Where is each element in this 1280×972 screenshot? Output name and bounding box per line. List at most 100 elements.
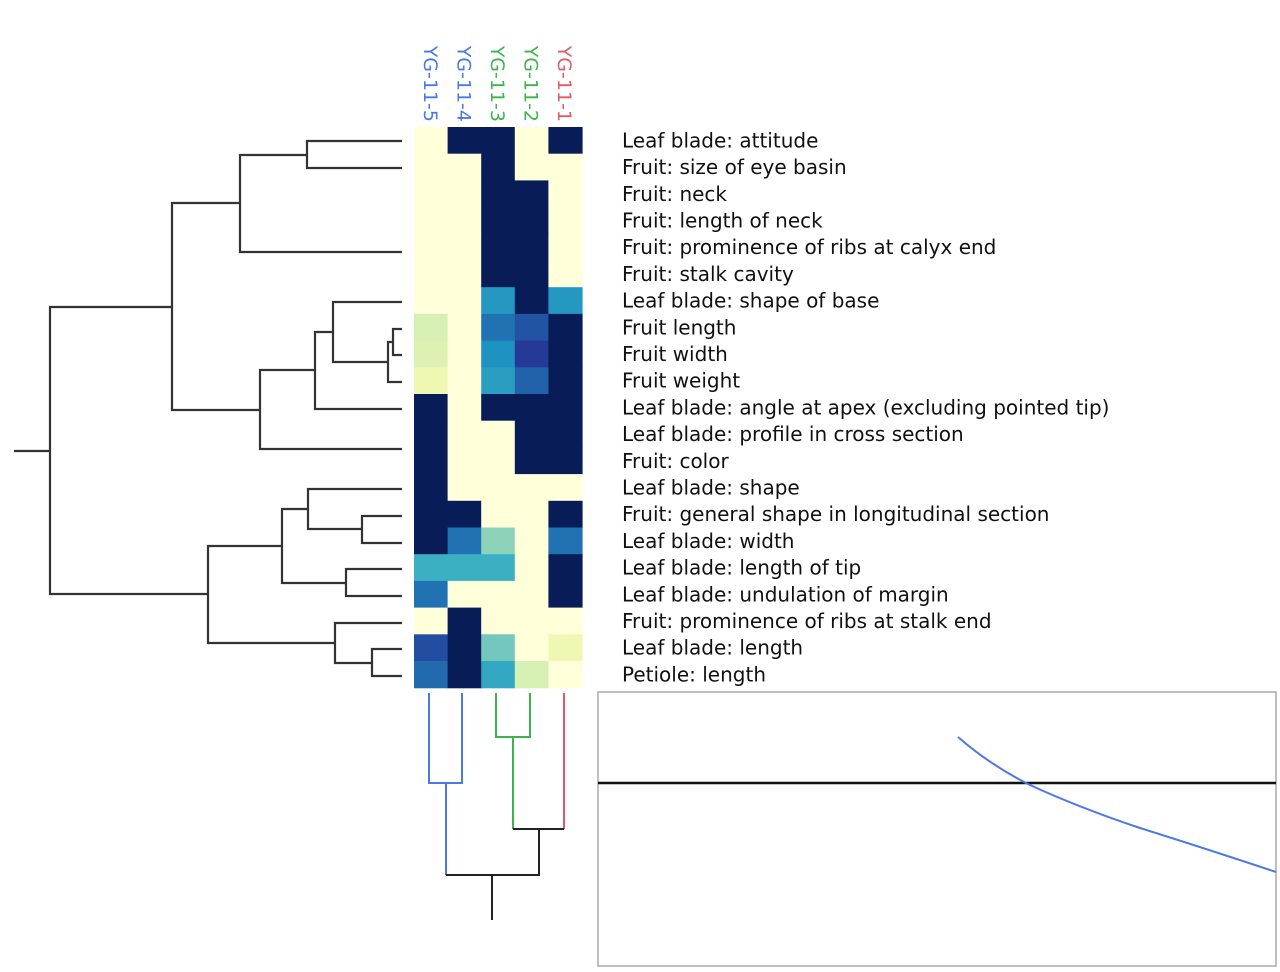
- heatmap-cell: [548, 394, 583, 422]
- row-label: Fruit: prominence of ribs at stalk end: [622, 609, 992, 633]
- inset-curve: [957, 736, 1277, 873]
- heatmap-cell: [447, 367, 482, 395]
- heatmap-cell: [514, 313, 549, 342]
- heatmap-cell: [481, 607, 516, 635]
- row-label: Fruit: length of neck: [622, 208, 823, 232]
- heatmap-cell: [414, 394, 449, 422]
- row-label: Leaf blade: shape of base: [622, 289, 879, 313]
- heatmap-cell: [548, 207, 583, 235]
- heatmap-cell: [548, 233, 583, 262]
- row-label: Fruit: neck: [622, 182, 727, 206]
- heatmap-cell: [514, 367, 549, 395]
- heatmap-cell: [447, 474, 482, 502]
- heatmap-cell: [514, 260, 549, 288]
- heatmap-cell: [414, 313, 449, 342]
- dendrogram-link: [280, 507, 346, 585]
- heatmap-cell: [481, 153, 516, 181]
- row-label: Leaf blade: undulation of margin: [622, 582, 949, 606]
- heatmap-cell: [414, 287, 449, 315]
- heatmap-cell: [548, 661, 583, 689]
- inset-frame: [597, 691, 1277, 967]
- heatmap-cell: [481, 500, 516, 529]
- row-label: Fruit: color: [622, 449, 729, 473]
- heatmap-cell: [481, 287, 516, 315]
- heatmap-cell: [414, 500, 449, 529]
- dendrogram-link: [306, 487, 402, 531]
- heatmap-cell: [447, 607, 482, 635]
- dendrogram-link: [305, 139, 402, 170]
- heatmap-cell: [414, 447, 449, 475]
- heatmap-cell: [481, 313, 516, 342]
- heatmap-cell: [548, 420, 583, 448]
- row-label: Fruit length: [622, 315, 736, 339]
- dendrogram-link: [428, 693, 463, 784]
- heatmap-cell: [414, 207, 449, 235]
- heatmap-cell: [548, 447, 583, 475]
- column-label: YG-11-1: [553, 45, 575, 122]
- row-dendrogram: [14, 139, 402, 678]
- heatmap-cell: [548, 580, 583, 609]
- row-label: Fruit: stalk cavity: [622, 262, 794, 286]
- heatmap-cell: [447, 661, 482, 689]
- heatmap-cell: [514, 287, 549, 315]
- dendrogram-link: [206, 544, 335, 645]
- heatmap-cell: [414, 474, 449, 502]
- row-label: Leaf blade: length: [622, 636, 803, 660]
- heatmap-cell: [481, 661, 516, 689]
- heatmap-cell: [414, 260, 449, 288]
- heatmap-cell: [481, 340, 516, 368]
- heatmap-cell: [481, 367, 516, 395]
- heatmap-cell: [514, 207, 549, 235]
- heatmap-cell: [447, 420, 482, 448]
- heatmap-cell: [514, 634, 549, 662]
- column-label: YG-11-4: [452, 45, 474, 122]
- heatmap-cell: [414, 607, 449, 635]
- dendrogram-link: [344, 567, 402, 598]
- heatmap-cell: [481, 554, 516, 582]
- heatmap-cell: [447, 180, 482, 208]
- heatmap-cell: [447, 394, 482, 422]
- heatmap-cell: [414, 153, 449, 181]
- heatmap-cell: [414, 580, 449, 609]
- dendrogram-link: [238, 153, 402, 254]
- row-label: Leaf blade: length of tip: [622, 556, 861, 580]
- heatmap-cell: [481, 180, 516, 208]
- heatmap-cell: [514, 527, 549, 555]
- heatmap-cell: [514, 340, 549, 368]
- heatmap-cell: [481, 580, 516, 609]
- dendrogram-link: [370, 647, 402, 678]
- heatmap-cell: [481, 260, 516, 288]
- heatmap-cell: [481, 634, 516, 662]
- heatmap-cell: [548, 527, 583, 555]
- heatmap-cell: [447, 287, 482, 315]
- row-label: Leaf blade: angle at apex (excluding poi…: [622, 395, 1109, 419]
- heatmap-cell: [414, 233, 449, 262]
- heatmap-cell: [481, 127, 516, 155]
- heatmap-cell: [514, 580, 549, 609]
- heatmap-cell: [481, 394, 516, 422]
- heatmap-cell: [481, 207, 516, 235]
- heatmap-cell: [514, 661, 549, 689]
- column-dendrogram: [428, 693, 565, 920]
- column-label: YG-11-2: [520, 45, 542, 122]
- heatmap-cell: [514, 180, 549, 208]
- heatmap-cell: [548, 474, 583, 502]
- heatmap-cell: [481, 527, 516, 555]
- heatmap-cell: [447, 340, 482, 368]
- heatmap-cell: [548, 260, 583, 288]
- column-label: YG-11-5: [419, 45, 441, 122]
- heatmap-cell: [548, 500, 583, 529]
- heatmap-cell: [514, 153, 549, 181]
- heatmap-cell: [548, 367, 583, 395]
- heatmap-cell: [514, 447, 549, 475]
- heatmap-cell: [447, 634, 482, 662]
- heatmap-cell: [481, 233, 516, 262]
- dendrogram-link: [446, 829, 540, 876]
- row-label: Leaf blade: profile in cross section: [622, 422, 964, 446]
- heatmap-cell: [414, 367, 449, 395]
- heatmap-cell: [514, 474, 549, 502]
- heatmap-cell: [447, 580, 482, 609]
- heatmap-cell: [548, 180, 583, 208]
